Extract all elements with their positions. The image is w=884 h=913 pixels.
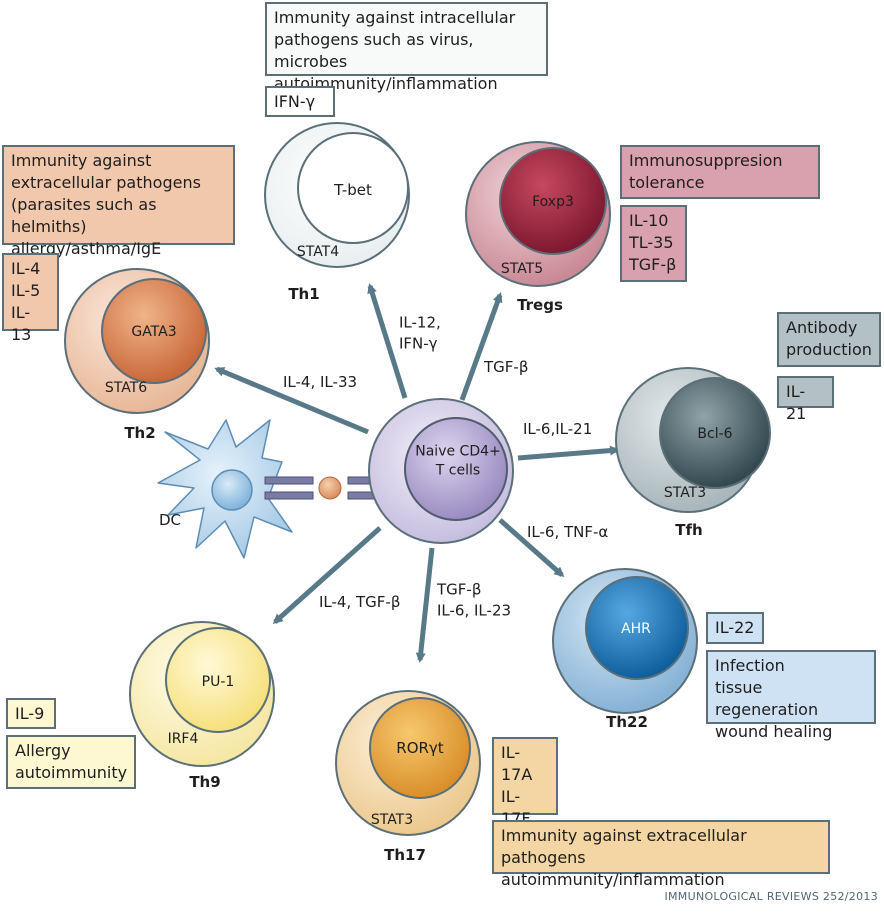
- treg-label: Tregs: [517, 296, 563, 314]
- th9-cell: PU-1 IRF4: [129, 621, 275, 767]
- th9-nucleus: [165, 627, 271, 733]
- tfh-cytokines-box: IL-21: [777, 376, 834, 423]
- th2-stat: STAT6: [105, 380, 147, 396]
- th22-function-box: Infection tissue regeneration wound heal…: [706, 650, 876, 741]
- th2-cytokines-box: IL-4 IL-5 IL-13: [2, 253, 59, 344]
- th1-label: Th1: [288, 285, 319, 303]
- tfh-function-box: Antibody production: [777, 312, 881, 367]
- treg-transcription-factor: Foxp3: [532, 194, 574, 210]
- arrow-to-tfh: [517, 445, 620, 461]
- th1-cytokines-box: IFN-γ: [265, 86, 335, 117]
- treg-function-box: Immunosuppresion tolerance: [620, 145, 820, 199]
- th22-cytokines-box: IL-22: [706, 612, 764, 644]
- th1-stat: STAT4: [297, 244, 339, 260]
- treg-stat: STAT5: [501, 261, 543, 277]
- th2-function-box: Immunity against extracellular pathogens…: [2, 145, 235, 258]
- tfh-stat: STAT3: [664, 485, 706, 501]
- th1-nucleus: [297, 132, 409, 244]
- th1-stimuli: IL-12, IFN-γ: [399, 314, 441, 353]
- arrow-to-th9: [272, 526, 382, 625]
- tfh-cell: Bcl-6 STAT3: [615, 367, 771, 513]
- th9-stimuli: IL-4, TGF-β: [319, 593, 400, 611]
- text-line: IL-6, IL-23: [437, 602, 511, 620]
- tfh-transcription-factor: Bcl-6: [697, 426, 732, 442]
- th2-nucleus: [101, 278, 207, 384]
- mhc-bottom: [264, 491, 314, 500]
- th22-nucleus: [585, 576, 689, 680]
- th17-label: Th17: [384, 846, 426, 864]
- th17-function-box: Immunity against extracellular pathogens…: [492, 820, 830, 889]
- text-line: IL-12,: [399, 314, 441, 332]
- th22-stimuli: IL-6, TNF-α: [527, 523, 608, 541]
- th9-label: Th9: [189, 773, 220, 791]
- treg-nucleus: [499, 147, 607, 255]
- arrow-to-th2: [214, 366, 369, 435]
- th17-nucleus: [369, 697, 471, 799]
- arrow-to-treg: [459, 292, 503, 401]
- th2-cell: GATA3 STAT6: [64, 268, 210, 414]
- th17-stat: STAT3: [371, 812, 413, 828]
- tfh-nucleus: [659, 377, 771, 489]
- dc-label: DC: [159, 511, 181, 529]
- th2-stimuli: IL-4, IL-33: [283, 373, 357, 391]
- naive-cd4-cell: Naive CD4+ T cells: [368, 398, 514, 544]
- antigen: [318, 476, 342, 500]
- text-line: TGF-β: [436, 581, 481, 599]
- text-line: T cells: [435, 463, 480, 479]
- th17-cytokines-box: IL-17A IL-17F IL-22: [492, 737, 558, 850]
- dendritic-cell: [157, 419, 293, 559]
- text-line: Naive CD4+: [415, 444, 500, 460]
- th2-transcription-factor: GATA3: [131, 324, 176, 340]
- th1-transcription-factor: T-bet: [333, 181, 372, 199]
- th17-cell: RORγt STAT3: [335, 690, 481, 836]
- th2-label: Th2: [124, 424, 155, 442]
- naive-cell-nucleus: [404, 417, 508, 521]
- th17-transcription-factor: RORγt: [396, 739, 444, 757]
- text-line: IFN-γ: [399, 335, 438, 353]
- th22-transcription-factor: AHR: [621, 621, 651, 637]
- th9-transcription-factor: PU-1: [202, 674, 235, 690]
- differentiation-arrows: [214, 283, 620, 663]
- treg-cell: Foxp3 STAT5: [465, 141, 611, 287]
- th9-cytokines-box: IL-9: [6, 698, 56, 729]
- th9-stat: IRF4: [168, 731, 199, 747]
- th1-function-box: Immunity against intracellular pathogens…: [265, 2, 548, 93]
- arrow-to-th17: [415, 547, 435, 663]
- journal-footer: IMMUNOLOGICAL REVIEWS 252/2013: [664, 890, 878, 903]
- mhc-top: [264, 476, 314, 485]
- th1-cell: T-bet STAT4: [264, 122, 410, 268]
- th22-cell: AHR: [552, 568, 698, 714]
- arrow-to-th1: [367, 283, 408, 399]
- arrow-to-th22: [498, 518, 565, 577]
- dendritic-cell-nucleus: [211, 469, 253, 511]
- th22-label: Th22: [606, 713, 648, 731]
- th9-function-box: Allergy autoimmunity: [6, 735, 136, 789]
- tfh-label: Tfh: [675, 521, 702, 539]
- tfh-stimuli: IL-6,IL-21: [523, 420, 592, 438]
- treg-stimuli: TGF-β: [483, 358, 528, 376]
- naive-cell-name: Naive CD4+ T cells: [415, 444, 500, 479]
- treg-cytokines-box: IL-10 TL-35 TGF-β: [620, 205, 687, 282]
